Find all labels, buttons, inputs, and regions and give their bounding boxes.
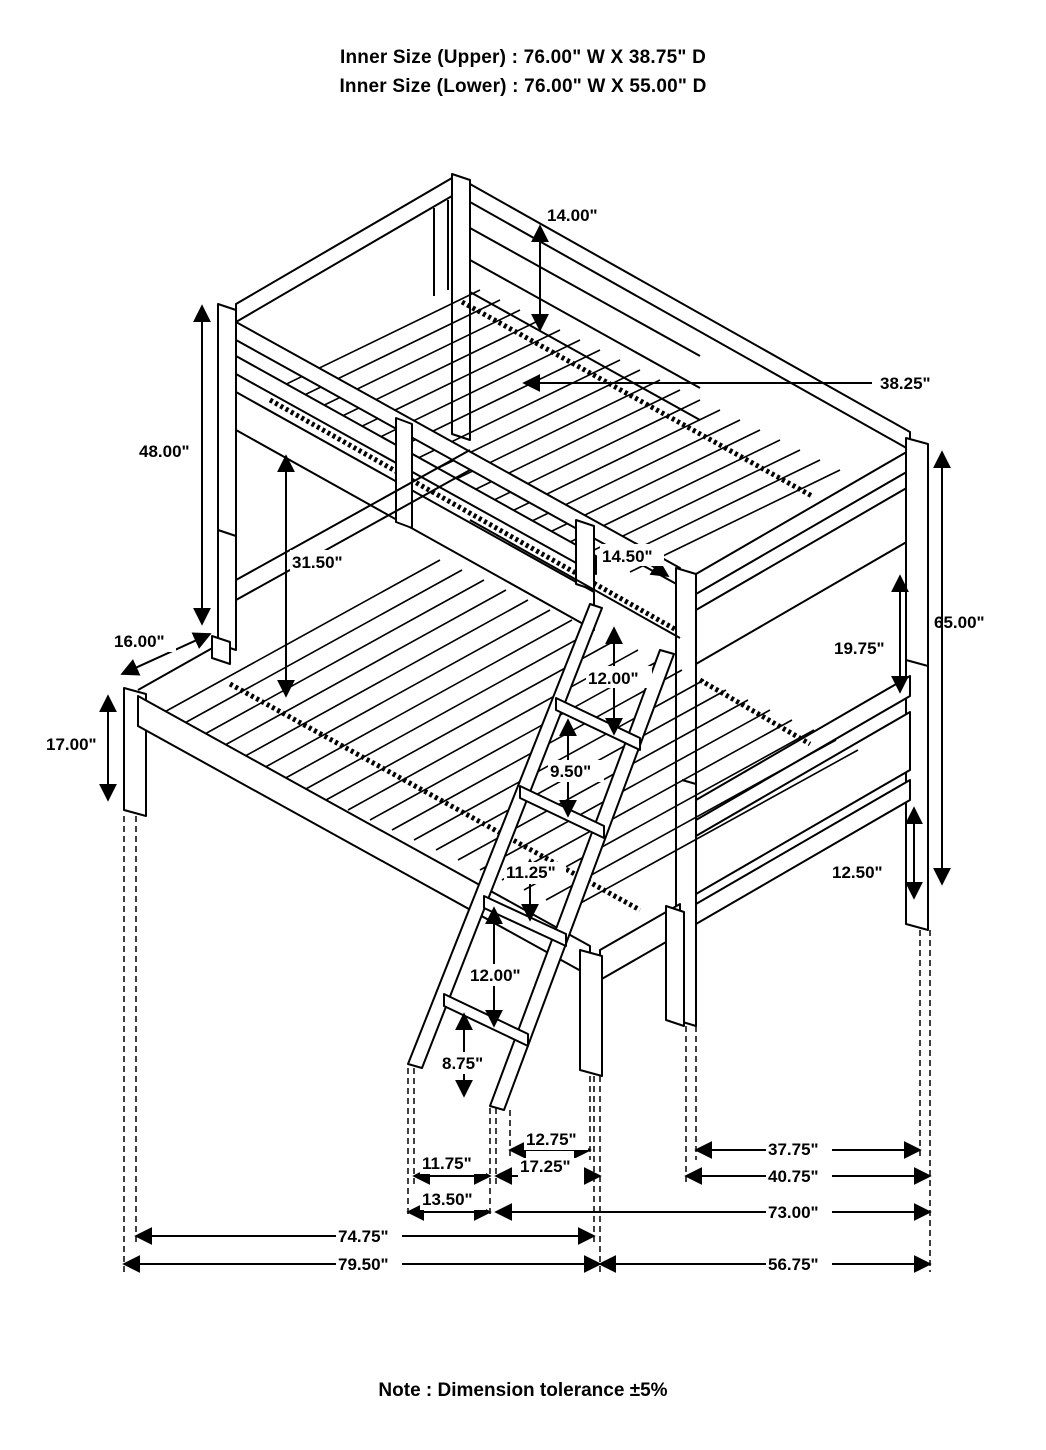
dim-11-75: 11.75" bbox=[422, 1154, 472, 1173]
dim-37-75: 37.75" bbox=[768, 1140, 819, 1159]
inner-size-upper: Inner Size (Upper) : 76.00" W X 38.75" D bbox=[339, 47, 706, 68]
dim-11-25: 11.25" bbox=[506, 863, 556, 882]
dim-38-25: 38.25" bbox=[880, 374, 931, 393]
dim-17-25: 17.25" bbox=[520, 1157, 571, 1176]
dim-48-00: 48.00" bbox=[139, 442, 190, 461]
dim-73-00: 73.00" bbox=[768, 1203, 819, 1222]
dim-17-00: 17.00" bbox=[46, 735, 97, 754]
dim-12-00-bottom: 12.00" bbox=[470, 966, 521, 985]
dim-9-50: 9.50" bbox=[550, 762, 591, 781]
dim-65-00: 65.00" bbox=[934, 613, 985, 632]
dim-16-00: 16.00" bbox=[114, 632, 165, 651]
bed-frame bbox=[123, 173, 929, 1111]
tolerance-note: Note : Dimension tolerance ±5% bbox=[378, 1380, 668, 1401]
dim-14-00: 14.00" bbox=[547, 206, 598, 225]
dim-79-50: 79.50" bbox=[338, 1255, 389, 1274]
dim-74-75: 74.75" bbox=[338, 1227, 389, 1246]
dim-19-75: 19.75" bbox=[834, 639, 885, 658]
dim-12-50: 12.50" bbox=[832, 863, 883, 882]
dim-12-00-top: 12.00" bbox=[588, 669, 639, 688]
dim-31-50: 31.50" bbox=[292, 553, 343, 572]
dim-40-75: 40.75" bbox=[768, 1167, 819, 1186]
inner-size-lower: Inner Size (Lower) : 76.00" W X 55.00" D bbox=[339, 76, 707, 97]
dim-56-75: 56.75" bbox=[768, 1255, 819, 1274]
dim-14-50: 14.50" bbox=[602, 547, 653, 566]
dim-13-50: 13.50" bbox=[422, 1190, 473, 1209]
dim-12-75: 12.75" bbox=[526, 1130, 577, 1149]
dim-8-75: 8.75" bbox=[442, 1054, 483, 1073]
